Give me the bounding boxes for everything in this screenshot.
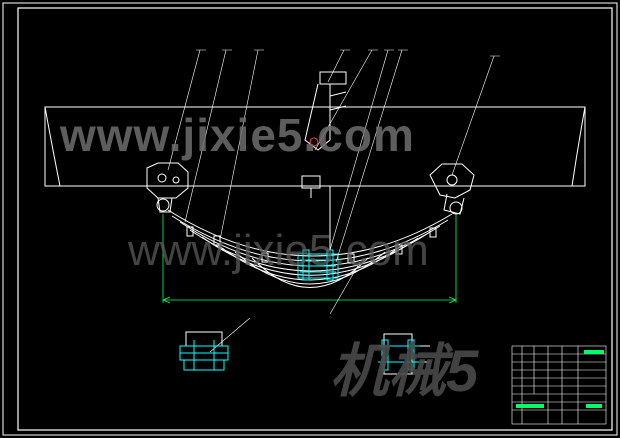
- watermark-middle: www.jixie5.com: [128, 226, 429, 275]
- watermark-bottom: 机械5: [330, 339, 479, 404]
- right-shackle-bracket: [429, 163, 475, 215]
- leader-lines: [167, 49, 500, 353]
- dimension-lines: [162, 214, 457, 304]
- frame-rail: [44, 106, 586, 187]
- inner-frame: [17, 7, 613, 431]
- leaf-spring-pack: [167, 209, 453, 288]
- shock-absorber: [301, 71, 347, 250]
- title-block: [511, 345, 607, 425]
- left-hanger-bracket: [146, 162, 189, 213]
- watermark-top: www.jixie5.com: [60, 109, 415, 161]
- detail-view-left: [179, 331, 229, 371]
- detail-view-right: [378, 333, 430, 375]
